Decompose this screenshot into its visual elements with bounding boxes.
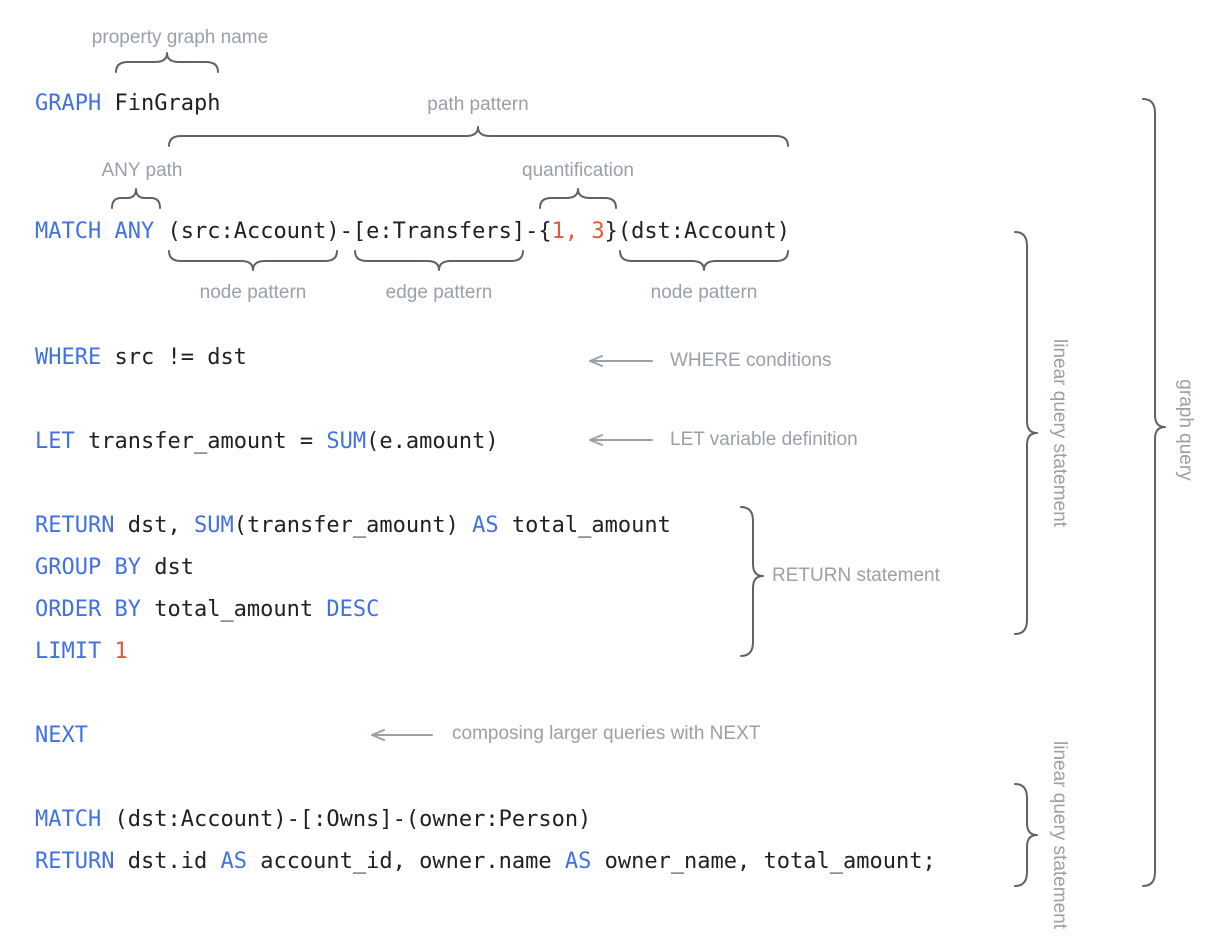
overbrace-any-path-icon: [111, 188, 161, 209]
label-path-pattern: path pattern: [427, 94, 529, 115]
code-line-order-by: ORDER BY total_amount DESC: [35, 597, 380, 622]
label-node-pattern-2: node pattern: [650, 282, 758, 303]
code-line-return-2: RETURN dst.id AS account_id, owner.name …: [35, 849, 936, 874]
label-property-graph-name: property graph name: [91, 27, 269, 48]
underbrace-node-pattern-1-icon: [168, 250, 338, 271]
overbrace-quantification-icon: [539, 188, 617, 209]
right-brace-linear-query-1-icon: [1014, 231, 1038, 635]
label-graph-query: graph query: [1175, 379, 1196, 481]
underbrace-node-pattern-2-icon: [619, 250, 789, 271]
overbrace-property-graph-name-icon: [115, 52, 219, 73]
label-return-statement: RETURN statement: [772, 565, 940, 586]
label-any-path: ANY path: [101, 160, 183, 181]
code-line-return: RETURN dst, SUM(transfer_amount) AS tota…: [35, 513, 671, 538]
label-let-variable-definition: LET variable definition: [670, 429, 858, 450]
arrow-left-let-icon: [589, 434, 653, 446]
underbrace-edge-pattern-icon: [354, 250, 524, 271]
label-node-pattern-1: node pattern: [199, 282, 307, 303]
label-linear-query-statement-1: linear query statement: [1049, 339, 1070, 527]
code-line-match: MATCH ANY (src:Account)-[e:Transfers]-{1…: [35, 219, 791, 244]
label-quantification: quantification: [522, 160, 634, 181]
code-line-where: WHERE src != dst: [35, 345, 247, 370]
code-line-match-2: MATCH (dst:Account)-[:Owns]-(owner:Perso…: [35, 807, 592, 832]
label-composing-with-next: composing larger queries with NEXT: [452, 723, 761, 744]
code-line-group-by: GROUP BY dst: [35, 555, 194, 580]
right-brace-linear-query-2-icon: [1014, 783, 1038, 887]
label-where-conditions: WHERE conditions: [670, 350, 832, 371]
code-line-let: LET transfer_amount = SUM(e.amount): [35, 429, 499, 454]
right-brace-graph-query-icon: [1142, 98, 1166, 887]
label-linear-query-statement-2: linear query statement: [1049, 741, 1070, 929]
arrow-left-where-icon: [589, 355, 653, 367]
right-brace-return-statement-icon: [740, 506, 764, 657]
overbrace-path-pattern-icon: [168, 126, 789, 147]
code-line-limit: LIMIT 1: [35, 639, 128, 664]
arrow-left-next-icon: [371, 729, 433, 741]
code-line-next: NEXT: [35, 723, 88, 748]
label-edge-pattern: edge pattern: [385, 282, 493, 303]
code-line-graph: GRAPH FinGraph: [35, 91, 221, 116]
